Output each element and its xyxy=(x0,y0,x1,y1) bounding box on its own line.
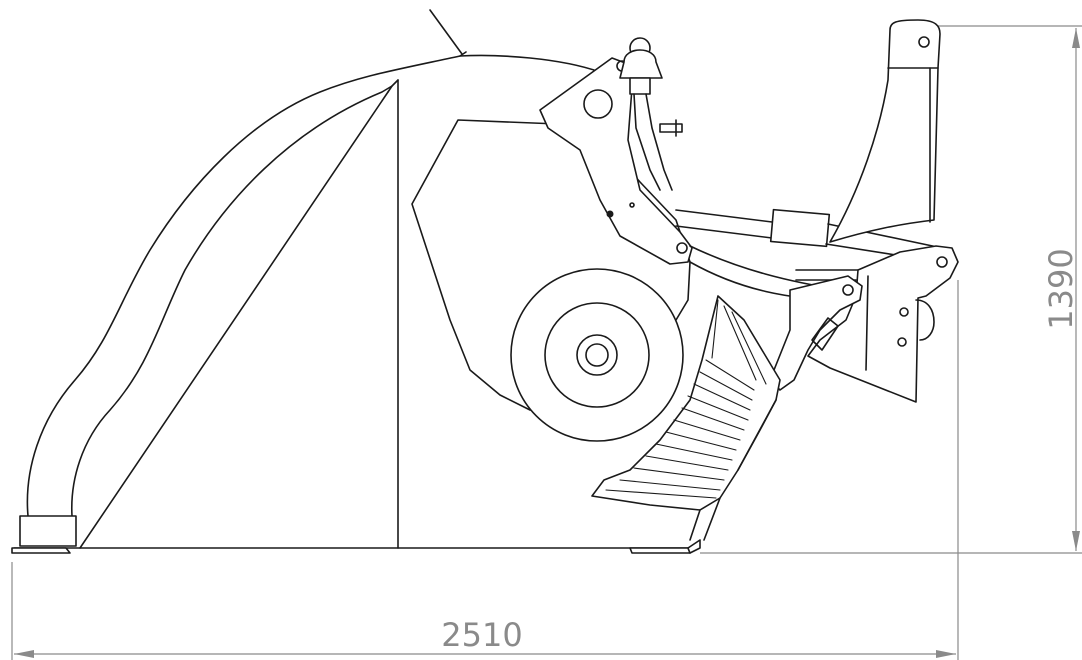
base-frame xyxy=(11,539,701,554)
hood xyxy=(19,9,601,549)
height-dimension-label: 1390 xyxy=(1042,248,1080,329)
rotor-drum xyxy=(510,268,684,442)
flail-pickup xyxy=(591,295,781,541)
width-dimension-label: 2510 xyxy=(441,616,522,654)
top-mast xyxy=(829,19,941,243)
shock-absorber xyxy=(619,37,683,191)
dimension-lines xyxy=(11,25,1082,660)
